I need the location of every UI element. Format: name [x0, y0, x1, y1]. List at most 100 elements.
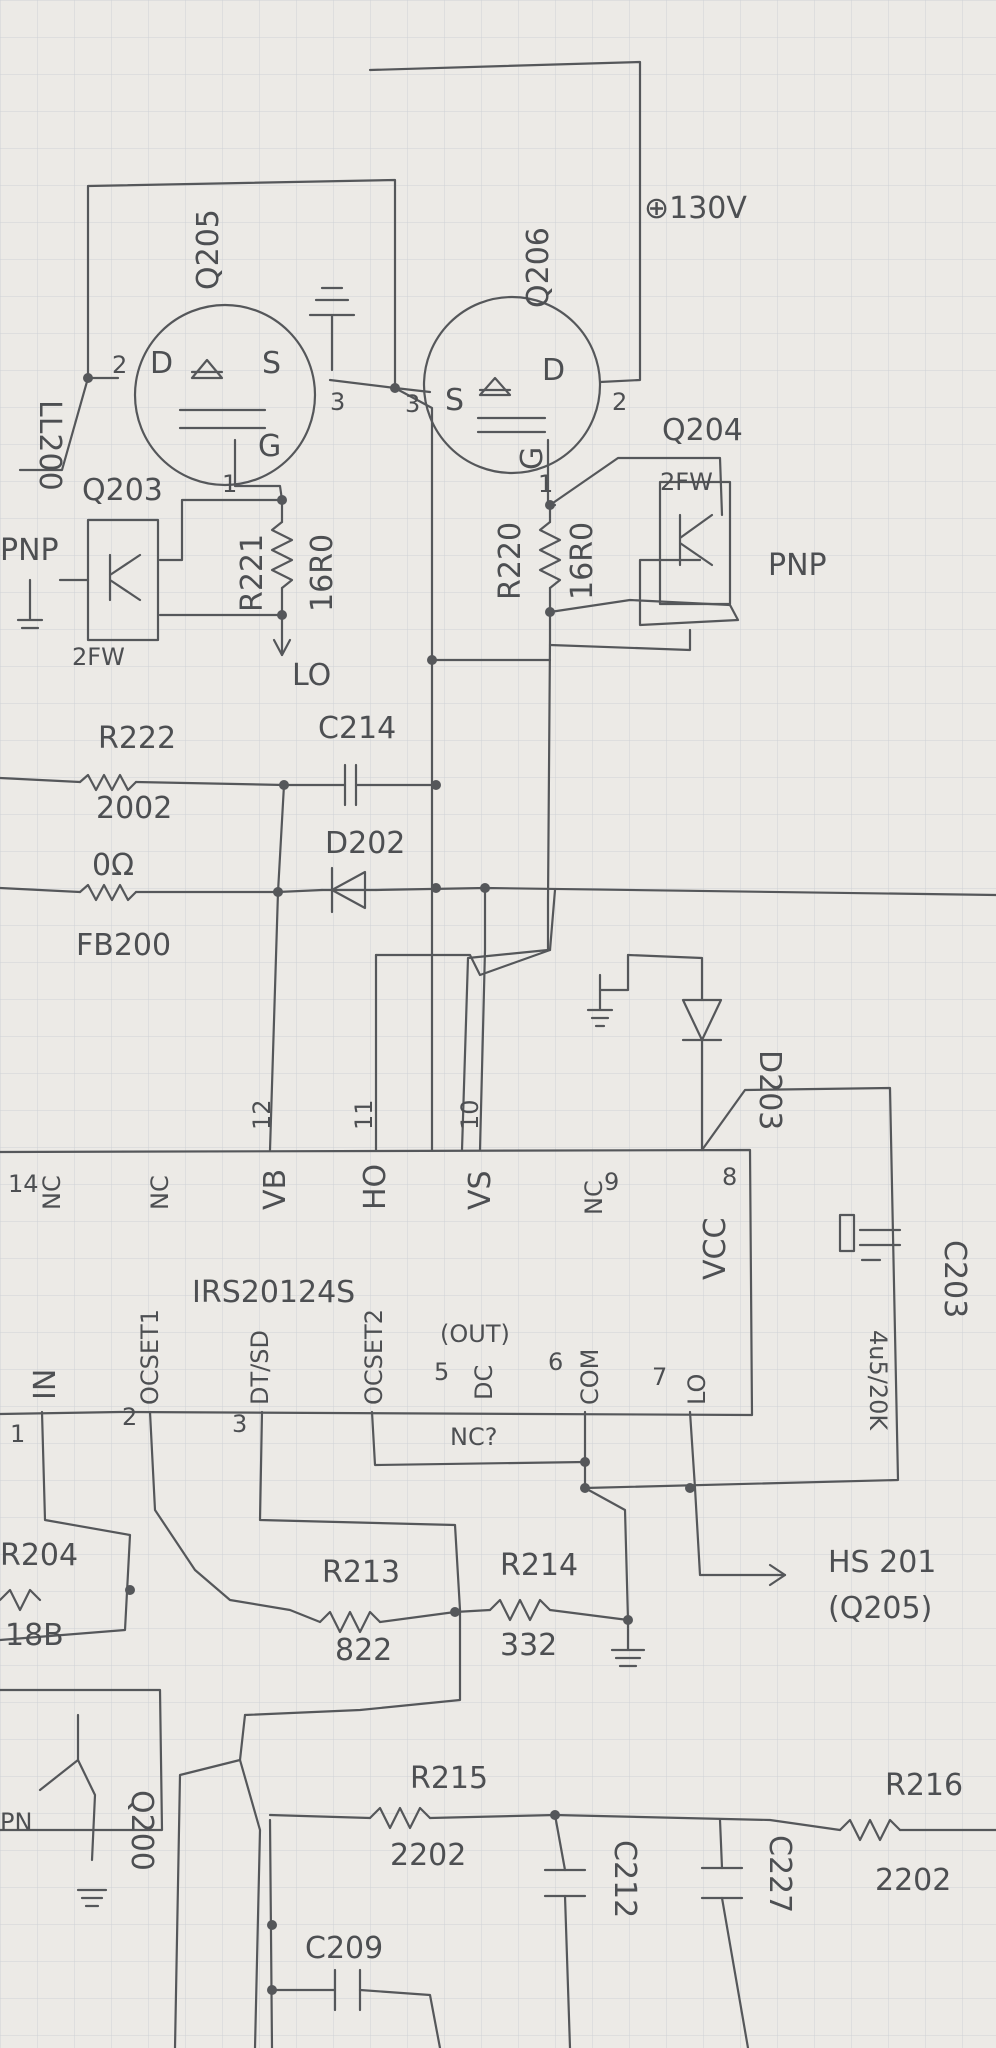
r214-ref: R214 — [500, 1548, 578, 1583]
ic-nc-note: NC? — [450, 1423, 497, 1451]
q205-drain-label: D — [150, 346, 173, 381]
ic-name: IRS20124S — [192, 1275, 355, 1310]
r222-value: 2002 — [96, 791, 172, 826]
q205-source-label: S — [262, 346, 281, 381]
r204-ref: R204 — [0, 1538, 78, 1573]
junction-dots — [83, 373, 695, 1995]
d203-ref: D203 — [752, 1050, 787, 1130]
resistor-r216: R216 2202 — [875, 1768, 963, 1898]
q206-pin-g: 1 — [538, 470, 553, 498]
r221-ref: R221 — [235, 534, 270, 612]
q205-pin-g: 1 — [222, 470, 237, 498]
resistor-r222: R222 2002 — [96, 721, 176, 826]
r214-value: 332 — [500, 1628, 557, 1663]
q200-type: PN — [0, 1808, 32, 1836]
c203-ref: C203 — [937, 1240, 972, 1318]
capacitor-c212: C212 — [543, 1840, 642, 1918]
r222-ref: R222 — [98, 721, 176, 756]
ic-pin-1-num: 1 — [10, 1420, 25, 1448]
q206-pin-s: 3 — [405, 390, 420, 418]
ic-pin-13-name: NC — [146, 1175, 174, 1210]
hs201-line2: (Q205) — [828, 1591, 932, 1626]
ic-pin-14-num: 14 — [8, 1170, 39, 1198]
ic-pin-7-num: 7 — [652, 1363, 667, 1391]
ic-pin-5-num: 5 — [434, 1358, 449, 1386]
ic-pin-1-name: IN — [28, 1369, 63, 1400]
ic-pin-12-name: VB — [258, 1169, 293, 1210]
c203-value: 4u5/20K — [864, 1330, 892, 1431]
q204-part: 2FW — [660, 468, 713, 496]
c209-ref: C209 — [305, 1931, 383, 1966]
fb200-ref: FB200 — [76, 928, 171, 963]
ic-pin-6-num: 6 — [548, 1348, 563, 1376]
d202-ref: D202 — [325, 826, 405, 861]
q205-pin-d: 2 — [112, 351, 127, 379]
diode-d202: D202 — [320, 826, 405, 914]
q205-ref: Q205 — [191, 209, 226, 290]
ic-pin-10-num: 10 — [456, 1099, 484, 1130]
ic-pin-11-name: HO — [358, 1164, 393, 1210]
q203-ref: Q203 — [82, 473, 163, 508]
q206-pin-d: 2 — [612, 388, 627, 416]
ic-irs20124s: IRS20124S 14 NC NC 12 VB 11 HO 10 VS 9 N… — [8, 1099, 737, 1451]
r221-value: 16R0 — [305, 534, 340, 612]
r215-ref: R215 — [410, 1761, 488, 1796]
resistor-r220-labels: R220 16R0 — [493, 522, 600, 600]
hs201-line1: HS 201 — [828, 1545, 936, 1580]
ic-pin-3-name: DT/SD — [246, 1330, 274, 1405]
resistor-r215: R215 2202 — [390, 1761, 488, 1873]
ic-pin-2-name: OCSET1 — [136, 1309, 164, 1405]
q205-gate-label: G — [258, 429, 281, 464]
q206-source-label: S — [445, 383, 464, 418]
component-q206: S D G 3 2 1 Q206 — [405, 227, 627, 498]
r220-value: 16R0 — [565, 522, 600, 600]
resistor-r213: R213 822 — [322, 1555, 400, 1668]
q203-part: 2FW — [72, 643, 125, 671]
ic-pin-9-num: 9 — [604, 1168, 619, 1196]
ic-bottom-pins: 1 IN 2 OCSET1 3 DT/SD OCSET2 5 DC (OUT) … — [10, 1309, 711, 1451]
q203-type: PNP — [0, 533, 59, 568]
r213-ref: R213 — [322, 1555, 400, 1590]
ic-top-pins: 14 NC NC 12 VB 11 HO 10 VS 9 NC 8 VCC — [8, 1099, 737, 1280]
diode-d203: D203 — [586, 973, 787, 1130]
ic-pin-10-name: VS — [463, 1170, 498, 1210]
r204-value: 18B — [5, 1618, 64, 1653]
component-q200: Q200 PN — [0, 1790, 159, 1871]
ic-pin-6-name: COM — [576, 1349, 604, 1405]
ic-pin-14-name: NC — [38, 1175, 66, 1210]
ic-pin-4-name: OCSET2 — [360, 1309, 388, 1405]
ll200-label: LL200 — [32, 400, 67, 491]
q200-ref: Q200 — [124, 1790, 159, 1871]
supply-130v: ⊕130V — [644, 191, 747, 226]
resistor-r214: R214 332 — [500, 1548, 578, 1663]
r220-ref: R220 — [493, 522, 528, 600]
c212-ref: C212 — [607, 1840, 642, 1918]
r215-value: 2202 — [390, 1838, 466, 1873]
resistor-fb200: 0Ω FB200 — [76, 848, 171, 963]
ic-pin-7-name: LO — [683, 1374, 711, 1405]
component-q203: Q203 PNP 2FW — [0, 473, 163, 671]
q206-ref: Q206 — [521, 227, 556, 308]
ic-pin-12-num: 12 — [248, 1099, 276, 1130]
ic-pin-2-num: 2 — [122, 1403, 137, 1431]
supply-label: ⊕130V — [644, 191, 747, 226]
ic-out-note: (OUT) — [440, 1320, 510, 1348]
r213-value: 822 — [335, 1633, 392, 1668]
fb200-value: 0Ω — [92, 848, 134, 883]
ic-pin-3-num: 3 — [232, 1410, 247, 1438]
r216-ref: R216 — [885, 1768, 963, 1803]
capacitor-c203: C203 4u5/20K — [838, 1213, 972, 1431]
resistor-r221-labels: R221 16R0 — [235, 534, 340, 612]
c214-ref: C214 — [318, 711, 396, 746]
q204-type: PNP — [768, 548, 827, 583]
component-q204: Q204 PNP 2FW — [658, 413, 827, 606]
ic-pin-11-num: 11 — [350, 1099, 378, 1130]
resistor-r204: R204 18B — [0, 1538, 78, 1653]
ic-pin-9-name: NC — [580, 1180, 608, 1215]
component-q205: D S G 2 3 1 Q205 — [112, 209, 356, 498]
q204-ref: Q204 — [662, 413, 743, 448]
q206-gate-label: G — [515, 447, 550, 470]
